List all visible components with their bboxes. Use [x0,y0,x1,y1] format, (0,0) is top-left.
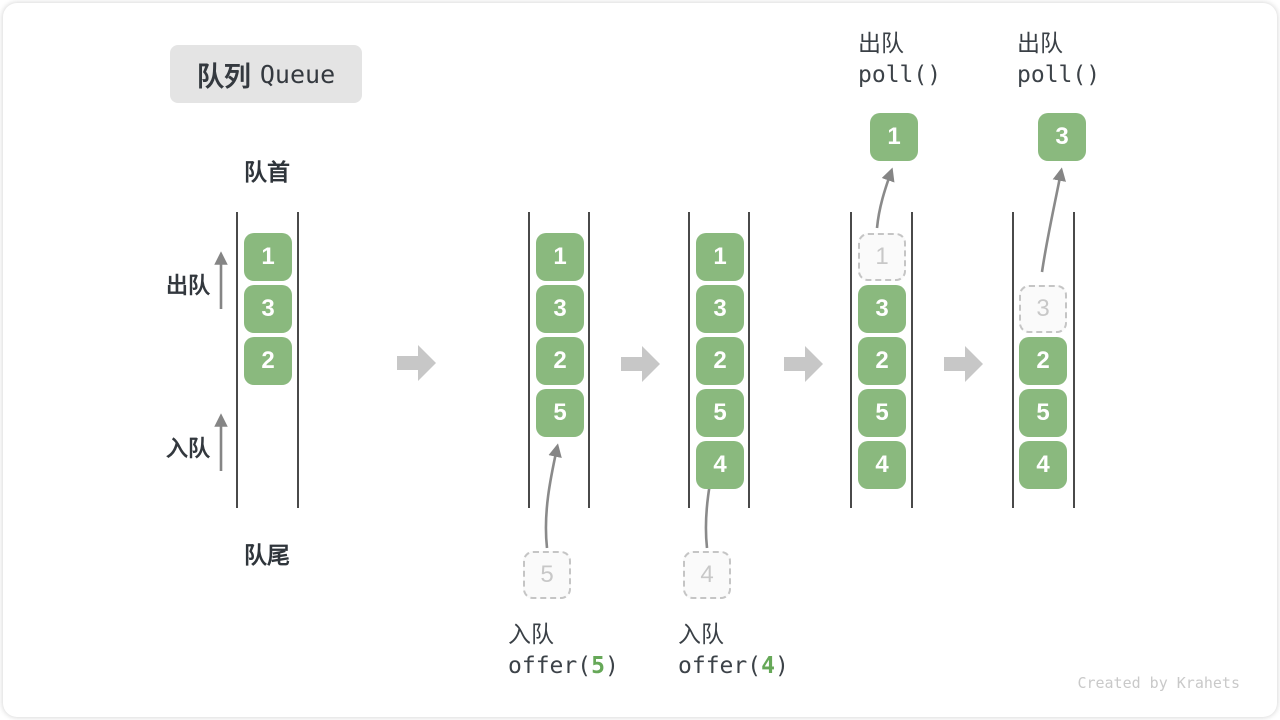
queue-wall [1012,212,1014,508]
enqueue-caption-offer5: 入队 offer(5) [508,618,619,682]
ghost-item-1: 1 [858,233,906,281]
dequeue-caption-poll1: 出队 poll() [858,27,941,91]
pending-item-4: 4 [683,551,731,599]
dequeue-side-label: 出队 [165,273,210,298]
queue-item: 4 [858,441,906,489]
caption-code-arg: 5 [591,653,605,679]
queue-wall [588,212,590,508]
popped-item-3: 3 [1038,113,1086,161]
title-chinese: 队列 [196,61,251,92]
queue-wall [236,212,238,508]
queue-wall [688,212,690,508]
queue-item: 1 [244,233,292,281]
queue-wall [1073,212,1075,508]
enqueue-caption-offer4: 入队 offer(4) [678,618,789,682]
queue-rear-label: 队尾 [244,542,290,568]
popped-item-1: 1 [870,113,918,161]
queue-wall [748,212,750,508]
enqueue-side-label: 入队 [165,436,210,461]
queue-front-label: 队首 [244,159,290,185]
queue-wall [297,212,299,508]
dequeue-caption-poll3: 出队 poll() [1017,27,1100,91]
queue-item: 1 [536,233,584,281]
caption-text: 出队 [858,30,904,56]
queue-item: 5 [696,389,744,437]
caption-code: offer(4) [678,653,789,679]
diagram-card [3,3,1277,717]
caption-code: poll() [1017,62,1101,88]
queue-item: 5 [536,389,584,437]
queue-item: 4 [1019,441,1067,489]
pending-item-5: 5 [523,551,571,599]
queue-item: 4 [696,441,744,489]
queue-wall [528,212,530,508]
queue-item: 2 [858,337,906,385]
queue-item: 3 [244,285,292,333]
ghost-item-3: 3 [1019,285,1067,333]
queue-item: 1 [696,233,744,281]
queue-item: 3 [696,285,744,333]
diagram-title: 队列 Queue [170,45,362,103]
queue-item: 2 [696,337,744,385]
caption-code: poll() [858,62,942,88]
caption-code: offer(5) [508,653,619,679]
caption-text: 入队 [508,621,554,647]
queue-wall [850,212,852,508]
queue-item: 3 [536,285,584,333]
title-english: Queue [259,59,336,89]
caption-text: 出队 [1017,30,1063,56]
queue-item: 3 [858,285,906,333]
queue-item: 5 [858,389,906,437]
queue-item: 2 [1019,337,1067,385]
queue-item: 5 [1019,389,1067,437]
queue-wall [911,212,913,508]
watermark: Created by Krahets [1077,674,1240,692]
caption-code-arg: 4 [761,653,775,679]
queue-item: 2 [244,337,292,385]
caption-text: 入队 [678,621,724,647]
queue-item: 2 [536,337,584,385]
